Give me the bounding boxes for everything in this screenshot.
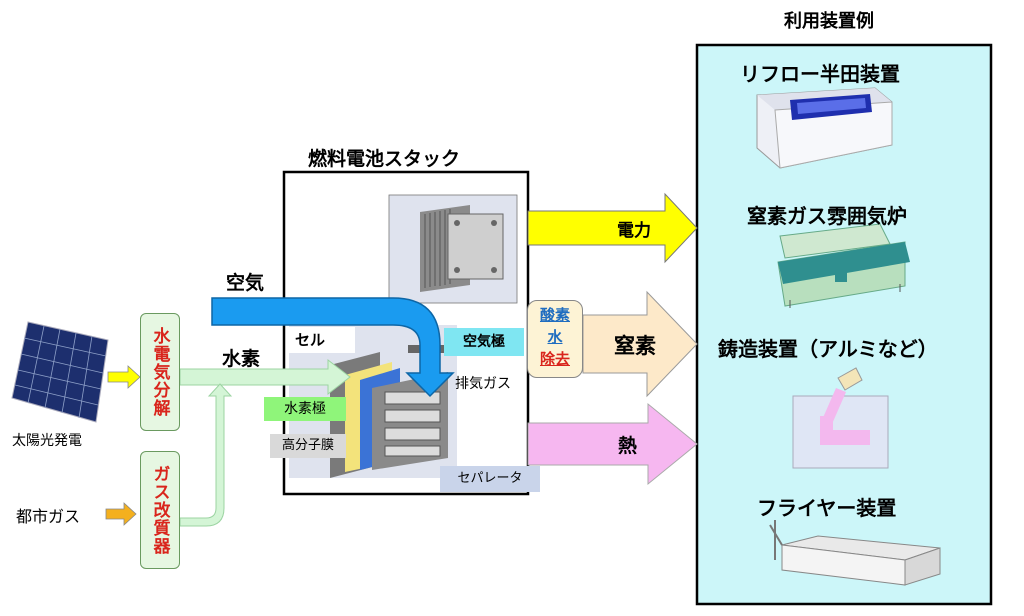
stack-image-top [388, 194, 518, 304]
exhaust-label: 排気ガス [455, 376, 511, 392]
device-casting-label: 鋳造装置（アルミなど） [718, 337, 938, 361]
cell-label: セル [289, 327, 355, 353]
oxygen-label: 酸素 [539, 306, 570, 324]
furnace-image [777, 223, 910, 308]
citygas-to-reformer-arrow [105, 502, 137, 526]
reformer-box: ガス改質器 [140, 451, 180, 569]
hydrogen-electrode-label: 水素極 [264, 397, 346, 421]
electrolysis-label: 水電気分解 [149, 327, 170, 417]
device-reflow-label: リフロー半田装置 [740, 62, 900, 86]
devices-title: 利用装置例 [784, 11, 874, 32]
casting-image [792, 367, 889, 469]
removal-box: 酸素 水 除去 [527, 300, 583, 378]
removal-label: 除去 [539, 350, 570, 368]
nitrogen-arrow [582, 290, 698, 398]
power-arrow [527, 192, 698, 264]
device-fryer-label: フライヤー装置 [757, 496, 897, 520]
solar-to-electrolysis-arrow [107, 365, 141, 389]
reformer-label: ガス改質器 [149, 465, 170, 555]
water-label: 水 [547, 328, 563, 346]
membrane-label: 高分子膜 [270, 434, 346, 458]
reformer-pipe [179, 383, 233, 527]
heat-arrow [527, 402, 698, 486]
city-gas-label: 都市ガス [16, 507, 81, 526]
hydrogen-arrow [179, 358, 351, 396]
nitrogen-label: 窒素 [614, 334, 656, 358]
heat-label: 熱 [618, 435, 638, 457]
device-furnace-label: 窒素ガス雰囲気炉 [747, 204, 907, 228]
electrolysis-box: 水電気分解 [140, 313, 180, 431]
fryer-image [769, 520, 941, 586]
separator-label: セパレータ [440, 466, 540, 492]
solar-panel-image [11, 321, 109, 423]
solar-label: 太陽光発電 [12, 433, 82, 449]
air-arrow [211, 297, 455, 398]
stack-title: 燃料電池スタック [308, 148, 461, 170]
air-label: 空気 [226, 272, 265, 294]
power-label: 電力 [617, 221, 651, 241]
hydrogen-label: 水素 [222, 348, 261, 370]
reflow-machine-image [756, 87, 893, 169]
air-electrode-label: 空気極 [444, 328, 524, 356]
